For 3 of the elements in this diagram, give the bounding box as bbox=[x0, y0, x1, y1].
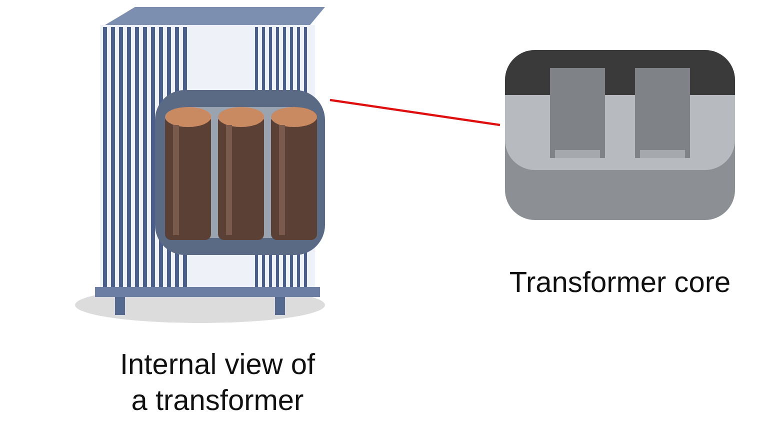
picture-caption: Internal view of a transformer bbox=[118, 348, 316, 419]
picture-caption: Transformer core bbox=[508, 266, 732, 301]
leader-line bbox=[330, 98, 500, 126]
